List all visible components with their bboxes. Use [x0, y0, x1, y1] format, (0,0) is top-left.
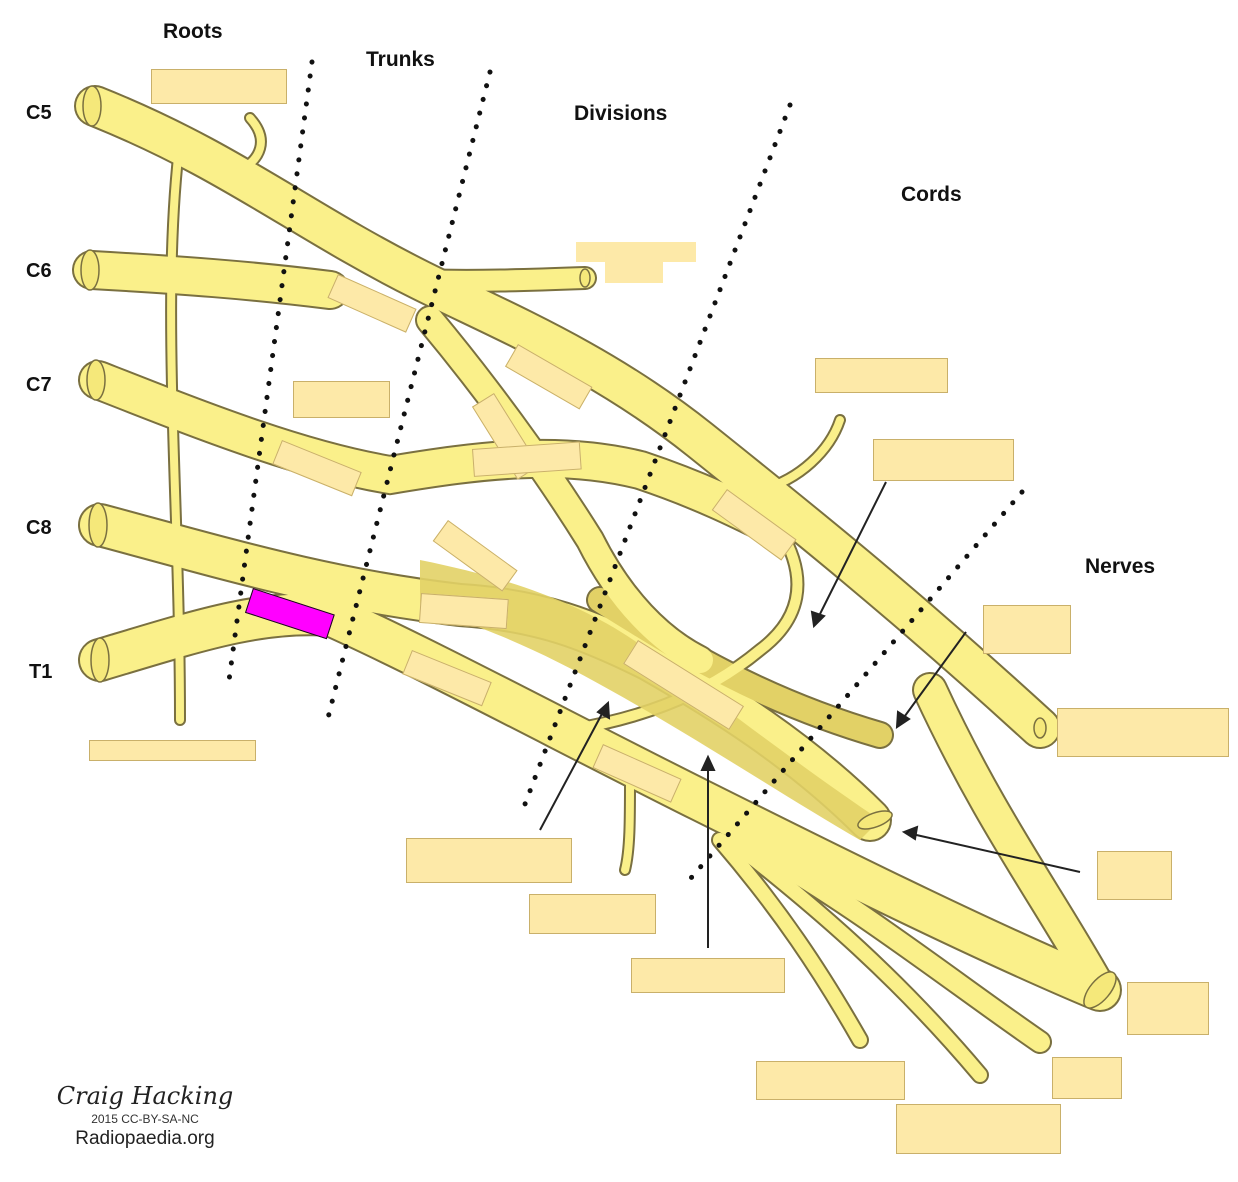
label-box-radial[interactable] — [1057, 708, 1229, 757]
label-box-medial-pectoral[interactable] — [406, 838, 572, 883]
label-box-medial-cutaneous-arm[interactable] — [756, 1061, 905, 1100]
header-cords: Cords — [901, 183, 962, 206]
label-box-lower-subscapular[interactable] — [896, 1104, 1061, 1154]
header-trunks: Trunks — [366, 48, 435, 71]
author-signature: Craig Hacking — [56, 1082, 234, 1110]
label-box-median[interactable] — [1097, 851, 1172, 900]
label-box-subscapular[interactable] — [529, 894, 656, 934]
root-label-t1: T1 — [29, 661, 53, 683]
label-box-dorsal-scapular[interactable] — [151, 69, 287, 104]
label-box-axillary[interactable] — [983, 605, 1071, 654]
license-text: 2015 CC-BY-SA-NC — [91, 1112, 199, 1126]
header-divisions: Divisions — [574, 102, 668, 125]
label-box-lateral-pectoral[interactable] — [815, 358, 948, 393]
label-box-lower-trunk[interactable] — [418, 593, 509, 630]
header-roots: Roots — [163, 20, 223, 43]
label-box-long-thoracic[interactable] — [293, 381, 390, 418]
label-box-suprascapular-2[interactable] — [605, 262, 663, 283]
root-label-c8: C8 — [26, 517, 52, 539]
site-link[interactable]: Radiopaedia.org — [75, 1128, 215, 1149]
header-nerves: Nerves — [1085, 555, 1156, 578]
leader-arrows — [539, 481, 1081, 948]
label-box-t1-root[interactable] — [89, 740, 256, 761]
label-box-suprascapular[interactable] — [576, 242, 696, 262]
section-dividers — [225, 59, 1025, 888]
root-label-c5: C5 — [26, 102, 52, 124]
root-label-c7: C7 — [26, 374, 52, 396]
label-box-ulnar[interactable] — [1127, 982, 1209, 1035]
label-box-thoracodorsal[interactable] — [631, 958, 785, 993]
label-box-musculocutaneous[interactable] — [873, 439, 1014, 481]
root-label-c6: C6 — [26, 260, 52, 282]
label-box-medial-cutaneous-forearm[interactable] — [1052, 1057, 1122, 1099]
credit-block: Craig Hacking 2015 CC-BY-SA-NC Radiopaed… — [50, 1082, 240, 1150]
